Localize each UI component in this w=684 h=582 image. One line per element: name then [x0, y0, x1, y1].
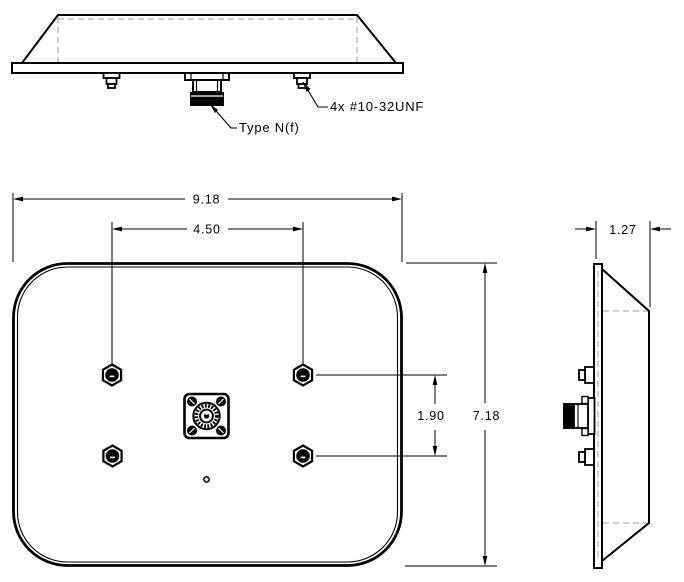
connector-knurl	[190, 92, 224, 106]
flange-screw-slots	[189, 398, 224, 434]
panel-outline-inner	[16, 266, 399, 563]
hex-stud-bottom-right	[292, 444, 314, 468]
connector-profile	[184, 72, 230, 106]
dim-overall-width	[12, 193, 403, 262]
hidden-lines-side-view	[597, 271, 648, 561]
mounting-stud-top-right	[293, 72, 311, 89]
radome-side-profile	[601, 268, 650, 562]
mounting-stud-side-bottom	[578, 448, 595, 466]
top-view	[11, 14, 404, 129]
connector-knurl-ring	[194, 403, 219, 428]
dim-arrow-icon	[482, 556, 488, 566]
dim-mount-spacing-vertical	[316, 374, 447, 457]
front-view	[12, 193, 497, 567]
dim-text-depth: 1.27	[609, 223, 637, 237]
dim-mount-spacing-horizontal	[111, 222, 304, 366]
mounting-stud-side-top	[578, 366, 595, 384]
dim-arrow-icon	[432, 446, 438, 456]
side-view	[563, 221, 671, 569]
dim-arrow-icon	[392, 196, 402, 202]
leader-arrow-icon	[303, 82, 311, 92]
dim-arrow-icon	[586, 226, 596, 232]
leader-studs	[302, 81, 328, 108]
mounting-hardware-label: 4x #10-32UNF	[330, 99, 424, 114]
dim-arrow-icon	[650, 226, 660, 232]
dim-text-overall-height: 7.18	[473, 409, 501, 423]
connector-front	[183, 392, 230, 440]
dim-text-mount-spacing-vertical: 1.90	[417, 409, 445, 423]
dim-depth	[575, 221, 671, 307]
dim-arrow-icon	[432, 375, 438, 385]
connector-knurl-side	[563, 403, 574, 429]
dim-text-mount-spacing-horizontal: 4.50	[193, 223, 221, 237]
connector-side	[563, 395, 596, 437]
hex-stud-bottom-left	[102, 444, 123, 468]
dim-overall-height	[405, 262, 497, 567]
hex-stud-top-left	[101, 363, 123, 387]
dim-text-overall-width: 9.18	[193, 193, 221, 207]
leader-connector	[209, 103, 237, 129]
base-plate-profile	[11, 62, 404, 74]
dim-arrow-icon	[112, 226, 122, 232]
dim-arrow-icon	[482, 263, 488, 273]
mounting-stud-top-left	[102, 72, 121, 89]
hex-stud-top-right	[292, 363, 314, 387]
dim-arrow-icon	[13, 196, 23, 202]
dim-arrow-icon	[293, 226, 303, 232]
vent-hole	[203, 476, 210, 483]
connector-type-label: Type N(f)	[239, 120, 300, 135]
radome-profile	[20, 14, 399, 64]
leader-arrow-icon	[210, 104, 218, 113]
